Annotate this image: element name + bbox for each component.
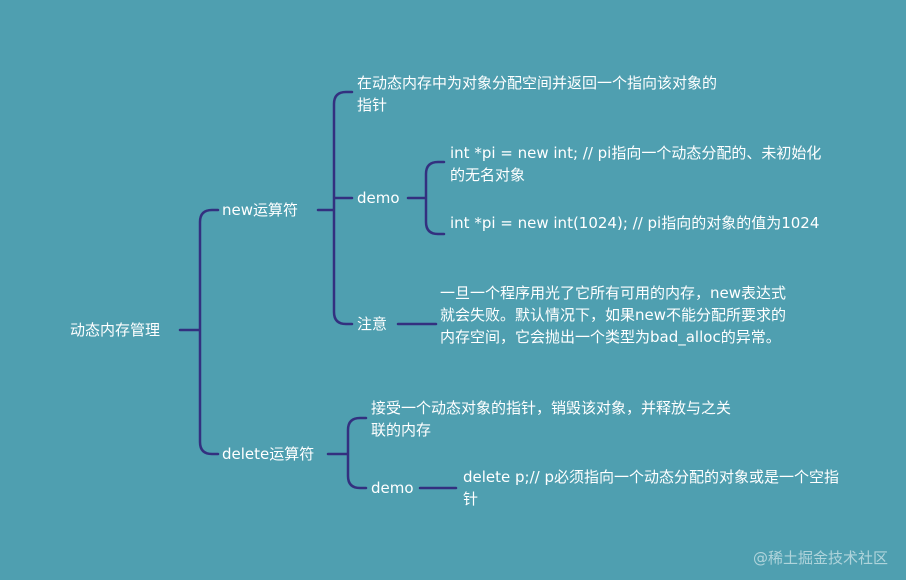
- new-note-node[interactable]: 注意: [357, 315, 388, 333]
- delete-description-node[interactable]: 接受一个动态对象的指针，销毁该对象，并释放与之关联的内存: [371, 399, 732, 439]
- new-demo-example-1[interactable]: int *pi = new int; // pi指向一个动态分配的、未初始化的无…: [450, 144, 822, 184]
- new-demo-node[interactable]: demo: [357, 189, 400, 207]
- delete-demo-node[interactable]: demo: [371, 479, 414, 497]
- connector-root: [178, 208, 220, 456]
- new-operator-node[interactable]: new运算符: [222, 201, 299, 219]
- delete-demo-example[interactable]: delete p;// p必须指向一个动态分配的对象或是一个空指针: [463, 468, 839, 508]
- new-demo-example-2[interactable]: int *pi = new int(1024); // pi指向的对象的值为10…: [450, 214, 820, 232]
- new-description-node[interactable]: 在动态内存中为对象分配空间并返回一个指向该对象的指针: [357, 74, 718, 114]
- connector-new: [316, 90, 354, 326]
- new-note-text[interactable]: 一旦一个程序用光了它所有可用的内存，new表达式就会失败。默认情况下，如果new…: [440, 284, 787, 346]
- root-node[interactable]: 动态内存管理: [70, 321, 161, 339]
- delete-operator-node[interactable]: delete运算符: [222, 445, 315, 463]
- watermark: @稀土掘金技术社区: [752, 549, 888, 567]
- connector-new-demo: [406, 160, 446, 236]
- connector-delete: [326, 416, 368, 490]
